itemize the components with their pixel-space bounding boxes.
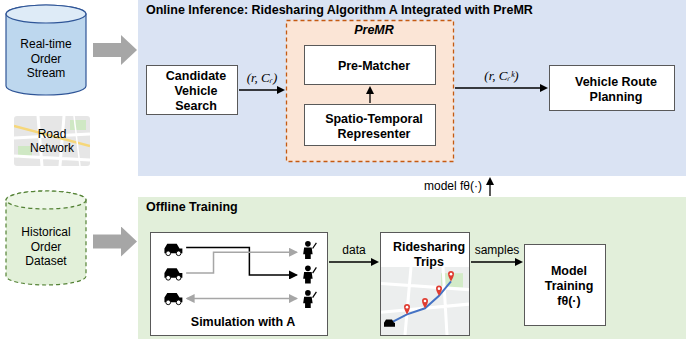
node-label: Historical Order Dataset bbox=[13, 225, 79, 268]
panel-background bbox=[138, 0, 686, 176]
trip-map-illustration bbox=[381, 267, 469, 335]
node-label: Vehicle Route Planning bbox=[557, 72, 667, 105]
group-title: PreMR bbox=[286, 20, 454, 38]
panel-background bbox=[138, 197, 686, 339]
database-cylinder: Real-time Order Stream bbox=[5, 4, 87, 96]
stage-panel: Candidate Vehicle Search Pre-MatcherSpati… bbox=[138, 0, 686, 176]
node-label: Road Network bbox=[22, 127, 82, 156]
map-icon: Road Network bbox=[14, 116, 90, 166]
node-label: Model Training fθ(·) bbox=[532, 261, 598, 309]
node-label: Candidate Vehicle Search bbox=[154, 66, 230, 114]
node-label: Simulation with A bbox=[183, 312, 295, 330]
flow-arrow bbox=[93, 235, 121, 249]
edge-label: model fθ(·) bbox=[422, 180, 484, 194]
process-box: Model Training fθ(·) bbox=[524, 244, 606, 326]
process-box: Spatio-Temporal Representer bbox=[304, 104, 436, 146]
node-label: Pre-Matcher bbox=[330, 56, 410, 74]
panel-title: Offline Training bbox=[138, 197, 686, 215]
illustrated-box: Ridesharing Trips bbox=[380, 232, 470, 336]
node-label: Spatio-Temporal Representer bbox=[312, 109, 428, 142]
panel-background bbox=[287, 21, 454, 162]
connector-arrow bbox=[329, 261, 371, 262]
node-label: Ridesharing Trips bbox=[385, 237, 465, 270]
connector-arrow bbox=[489, 185, 490, 196]
illustrated-box: Simulation with A bbox=[150, 232, 328, 336]
connector-arrow bbox=[471, 261, 515, 262]
connector-arrow bbox=[239, 89, 277, 90]
database-cylinder: Historical Order Dataset bbox=[5, 190, 87, 286]
node-label: Real-time Order Stream bbox=[13, 37, 79, 80]
flow-arrow bbox=[93, 43, 121, 57]
panel-title: Online Inference: Ridesharing Algorithm … bbox=[138, 0, 686, 18]
edge-label: data bbox=[340, 244, 367, 258]
process-box: Vehicle Route Planning bbox=[549, 65, 675, 111]
module-group: Pre-MatcherSpatio-Temporal Representer Pr… bbox=[286, 20, 454, 162]
process-box: Candidate Vehicle Search bbox=[146, 65, 238, 115]
simulation-illustration bbox=[155, 237, 323, 311]
connector-arrow bbox=[369, 94, 370, 103]
process-box: Pre-Matcher bbox=[304, 45, 436, 85]
connector-arrow bbox=[455, 87, 540, 88]
edge-label: samples bbox=[473, 244, 522, 258]
stage-panel: Simulation with A Ridesharing TripsModel… bbox=[138, 197, 686, 339]
edge-label: (r, Cᵣᵏ) bbox=[482, 69, 520, 84]
edge-label: (r, Cᵣ) bbox=[245, 71, 280, 86]
